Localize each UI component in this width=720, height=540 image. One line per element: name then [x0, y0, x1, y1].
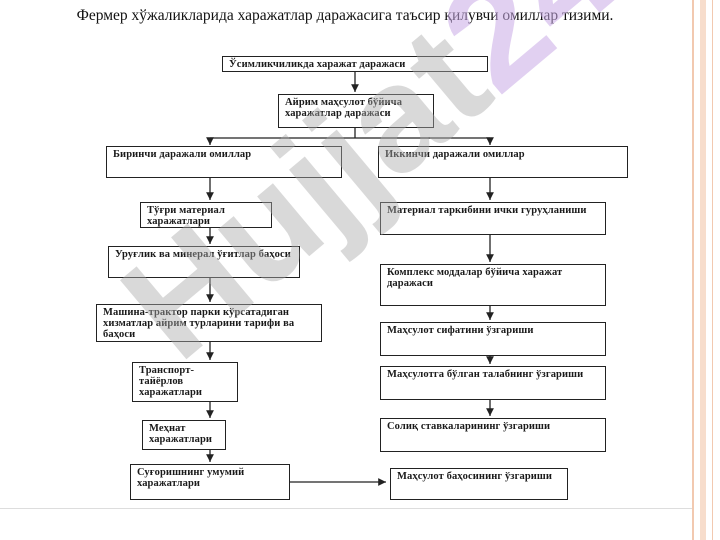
slide-border-right [692, 0, 694, 540]
box-l2-tax-change: Солиқ ставкаларининг ўзгариши [380, 418, 606, 452]
box-l2-complex-items: Комплекс моддалар бўйича харажат даражас… [380, 264, 606, 306]
box-l2-price-change: Маҳсулот баҳосининг ўзгариши [390, 468, 568, 500]
box-l1-transport: Транспорт-тайёрлов харажатлари [132, 362, 238, 402]
box-l1-seeds-fertilizers: Уруғлик ва минерал ўғитлар баҳоси [108, 246, 300, 278]
box-top-cost-level: Ўсимликчиликда харажат даражаси [222, 56, 488, 72]
box-l2-quality-change: Маҳсулот сифатини ўзгариши [380, 322, 606, 356]
box-level2-factors: Иккинчи даражали омиллар [378, 146, 628, 178]
box-product-cost-level: Айрим маҳсулот бўйича харажатлар даражас… [278, 94, 434, 128]
box-l1-irrigation: Суғоришнинг умумий харажатлари [130, 464, 290, 500]
box-l1-direct-materials: Тўғри материал харажатлари [140, 202, 272, 228]
box-level1-factors: Биринчи даражали омиллар [106, 146, 342, 178]
box-l1-labor: Меҳнат харажатлари [142, 420, 226, 450]
box-l1-machinery-services: Машина-трактор парки кўрсатадиган хизмат… [96, 304, 322, 342]
slide-title: Фермер хўжаликларида харажатлар даражаси… [76, 7, 614, 24]
slide-border-bottom [0, 508, 692, 509]
slide-border-line [712, 0, 713, 540]
box-l2-material-grouping: Материал таркибини ички гуруҳланиши [380, 202, 606, 235]
slide-border-stripe [700, 0, 706, 540]
box-l2-demand-change: Маҳсулотга бўлган талабнинг ўзгариши [380, 366, 606, 400]
